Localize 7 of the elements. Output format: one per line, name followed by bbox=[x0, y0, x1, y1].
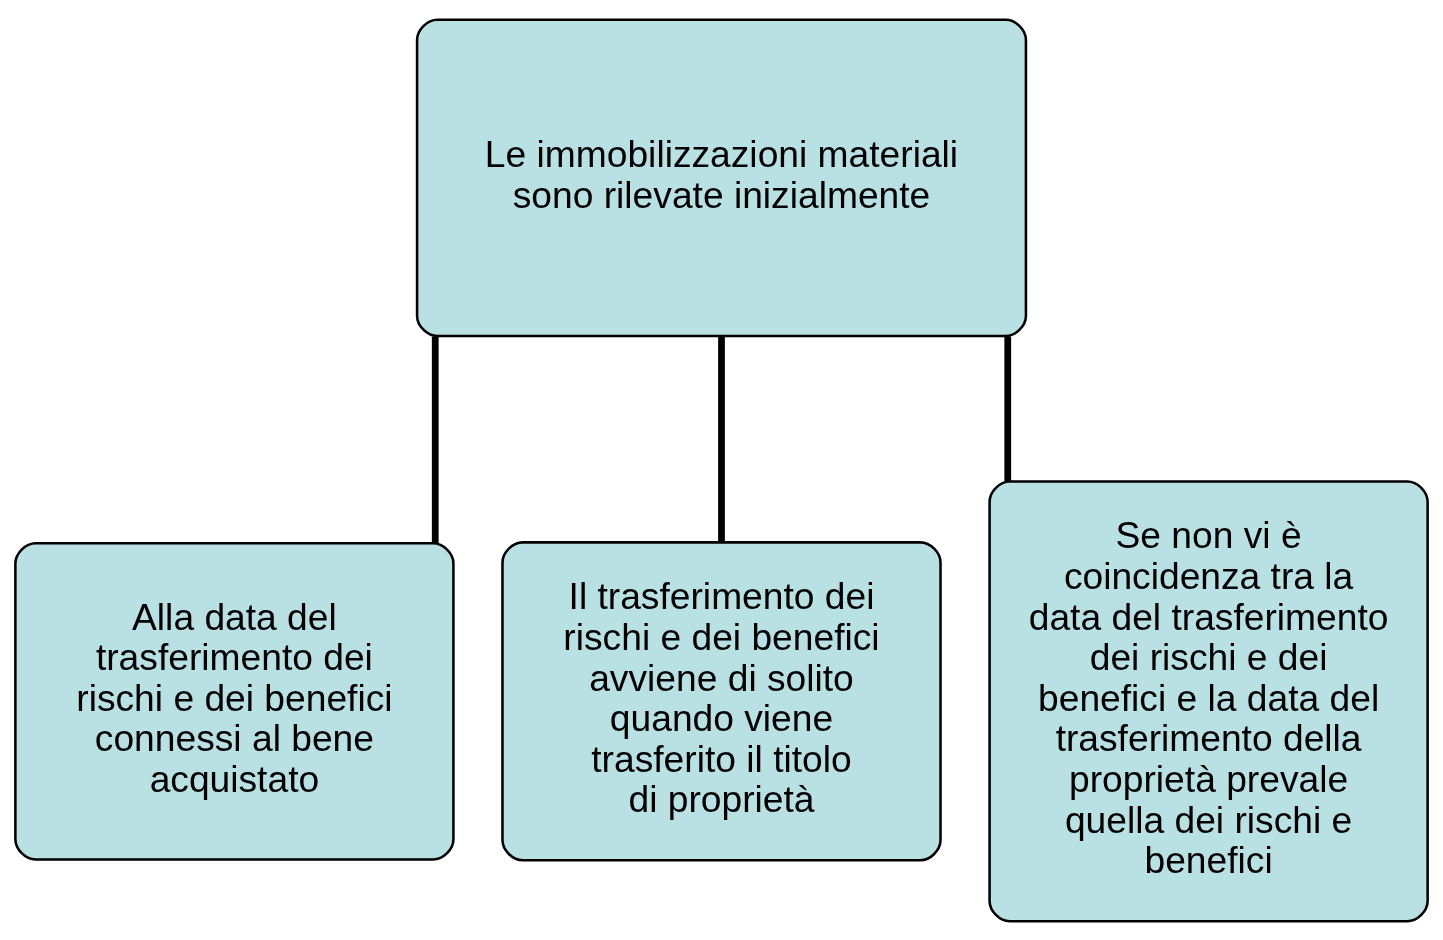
connector bbox=[718, 335, 725, 542]
node-box: Se non vi è coincidenza tra la data del trasferimento dei rischi e dei benefici e la data del trasferimento della proprietà prevale quella dei rischi e benefici bbox=[988, 479, 1429, 922]
node-box: Le immobilizzazioni materiali sono rilevate inizialmente bbox=[415, 18, 1028, 337]
connector bbox=[431, 335, 439, 543]
connector bbox=[1004, 335, 1012, 481]
node-box: Il trasferimento dei rischi e dei benefici avviene di solito quando viene trasferito il titolo di proprietà bbox=[501, 540, 942, 862]
node-box: Alla data del trasferimento dei rischi e dei benefici connessi al bene acquistato bbox=[14, 541, 455, 861]
